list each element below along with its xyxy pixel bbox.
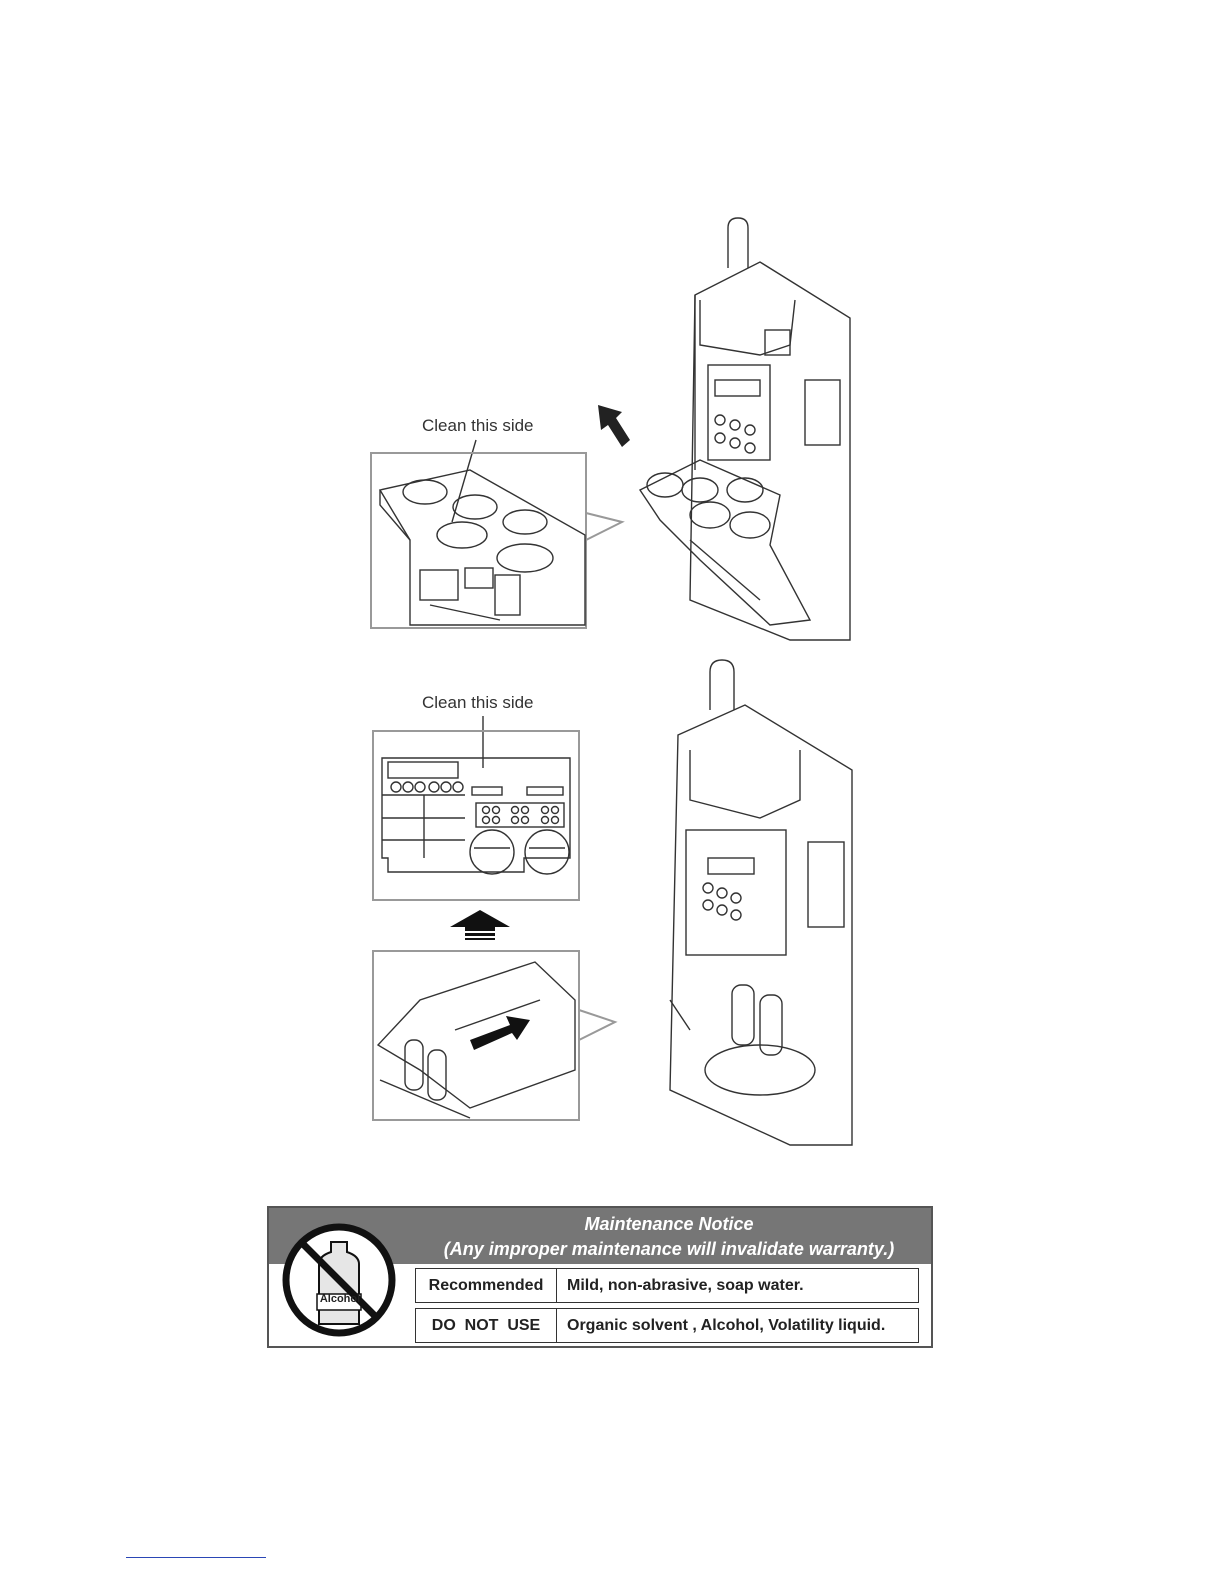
icon-label-alcohol: Alcohol [318, 1293, 362, 1305]
figure2-drawing [0, 0, 1224, 1160]
row-label: Recommended [416, 1269, 557, 1302]
row-value: Organic solvent , Alcohol, Volatility li… [557, 1309, 918, 1342]
notice-title: Maintenance Notice [409, 1214, 929, 1235]
notice-row-do-not-use: DO NOT USE Organic solvent , Alcohol, Vo… [415, 1308, 919, 1343]
row-value: Mild, non-abrasive, soap water. [557, 1269, 918, 1302]
no-alcohol-icon [281, 1220, 401, 1340]
maintenance-notice: Maintenance Notice (Any improper mainten… [267, 1206, 933, 1348]
footer-link-underline [126, 1557, 266, 1558]
row-label: DO NOT USE [416, 1309, 557, 1342]
notice-row-recommended: Recommended Mild, non-abrasive, soap wat… [415, 1268, 919, 1303]
notice-subtitle: (Any improper maintenance will invalidat… [409, 1239, 929, 1260]
